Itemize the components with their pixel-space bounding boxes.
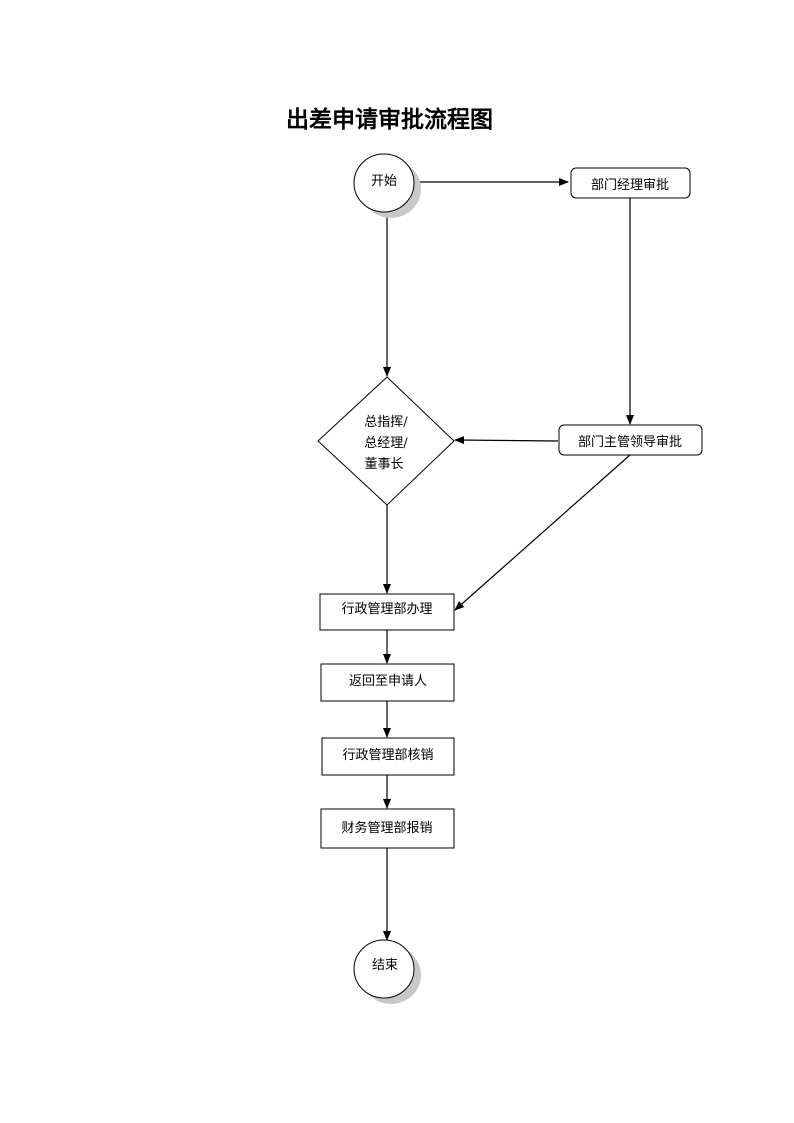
dept-manager-node: 部门经理审批 xyxy=(570,167,691,199)
page-title: 出差申请审批流程图 xyxy=(286,106,493,133)
dept-manager-label: 部门经理审批 xyxy=(591,178,669,193)
dept-head-node: 部门主管领导审批 xyxy=(558,424,703,456)
edges xyxy=(383,178,634,941)
finance-reimburse-node: 财务管理部报销 xyxy=(320,808,455,849)
finance-reimburse-label: 财务管理部报销 xyxy=(341,820,432,836)
start-node: 开始 xyxy=(353,153,421,218)
executive-label-line-1: 总指挥/ xyxy=(364,415,408,430)
end-label: 结束 xyxy=(372,958,398,973)
admin-verify-node: 行政管理部核销 xyxy=(321,737,455,776)
return-applicant-label: 返回至申请人 xyxy=(349,674,427,689)
executive-label-line-3: 董事长 xyxy=(364,457,403,472)
edge-dept-head-to-admin-handle xyxy=(454,454,631,611)
admin-handle-node: 行政管理部办理 xyxy=(319,593,455,631)
admin-handle-label: 行政管理部办理 xyxy=(341,602,432,617)
end-node: 结束 xyxy=(353,939,421,1004)
executive-node: 总指挥/ 总经理/ 董事长 xyxy=(317,376,455,506)
executive-label-line-2: 总经理/ xyxy=(364,436,408,451)
return-applicant-node: 返回至申请人 xyxy=(320,663,455,702)
dept-head-label: 部门主管领导审批 xyxy=(578,435,682,450)
edge-dept-head-to-executive xyxy=(454,436,559,445)
admin-verify-label: 行政管理部核销 xyxy=(342,748,433,763)
start-label: 开始 xyxy=(371,174,397,189)
